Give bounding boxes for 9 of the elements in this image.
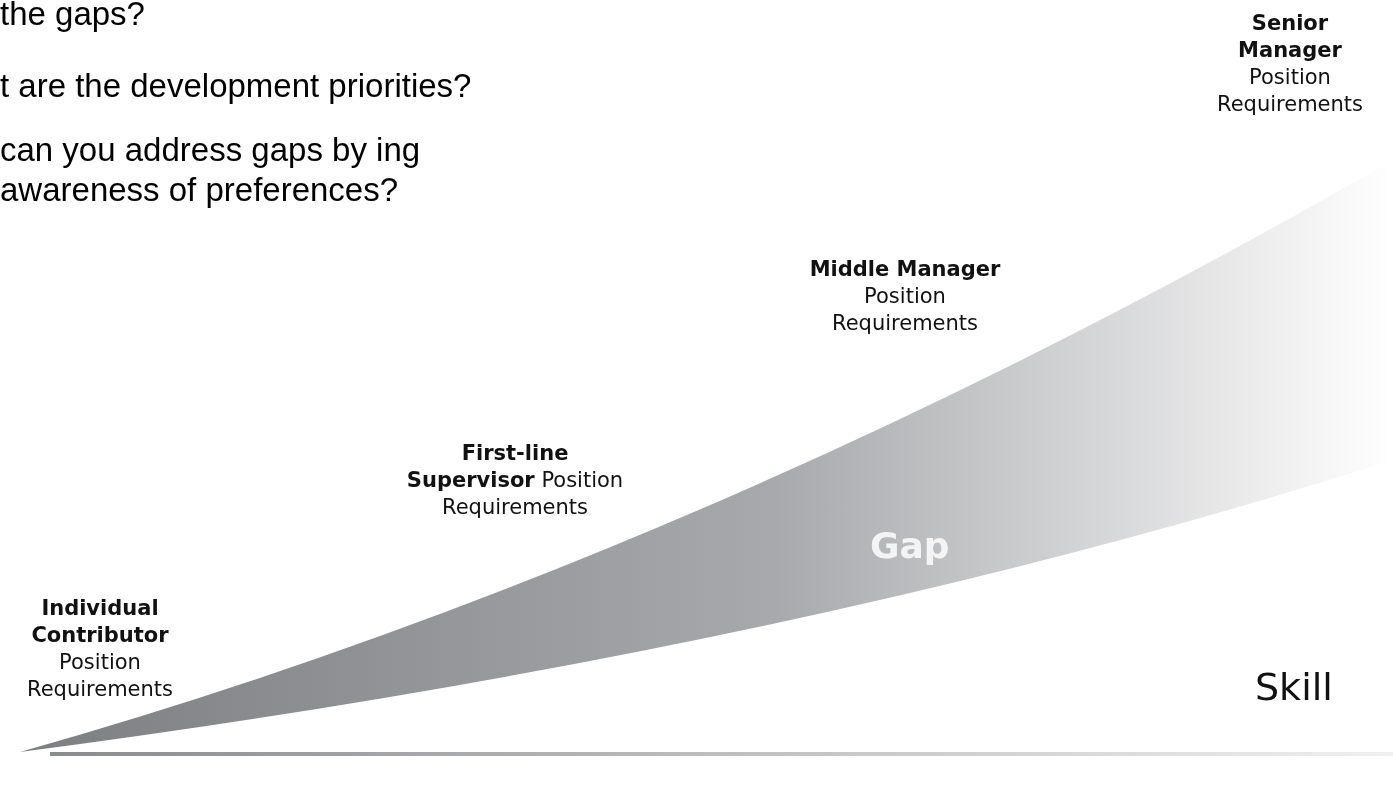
skill-label: Skill: [1255, 665, 1333, 709]
position-label: First-line Supervisor Position Requirements: [405, 440, 625, 521]
question-text: t are the development priorities?: [0, 66, 472, 106]
question-text: can you address gaps by ing awareness of preferences?: [0, 130, 422, 210]
position-label: Individual Contributor Position Requirements: [26, 595, 174, 703]
gap-label: Gap: [870, 525, 950, 566]
position-label: Middle Manager Position Requirements: [808, 256, 1002, 337]
question-text: the gaps?: [0, 0, 145, 34]
position-label: Senior Manager Position Requirements: [1216, 10, 1364, 118]
